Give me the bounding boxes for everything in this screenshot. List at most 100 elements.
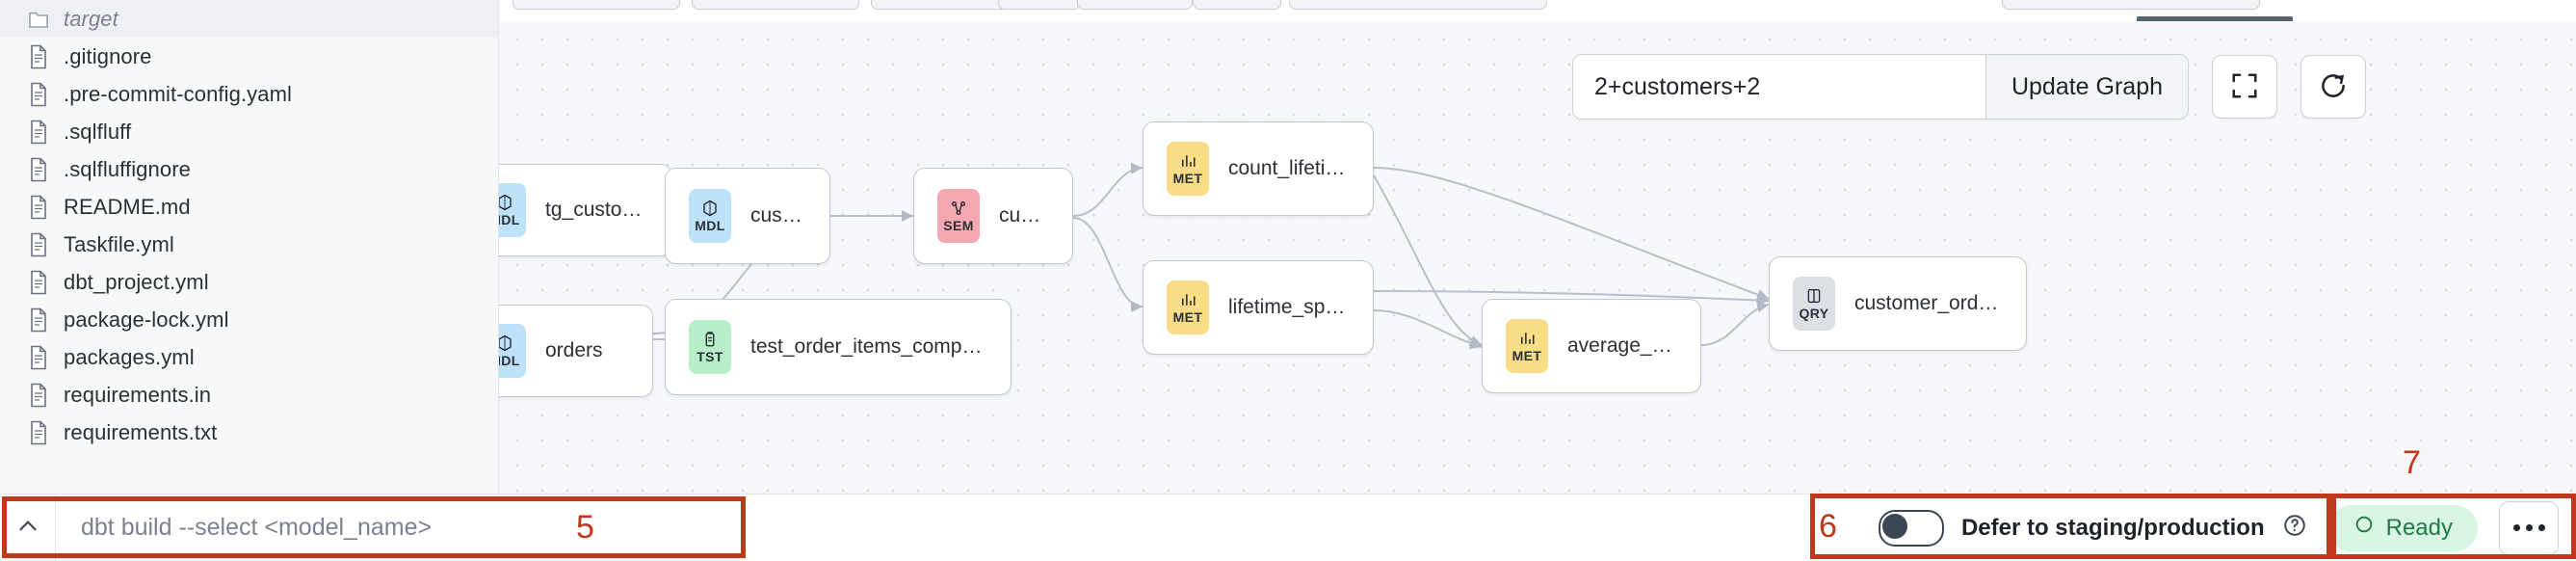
graph-node[interactable]: QRY customer_order_metrics — [1769, 256, 2027, 351]
file-name-label: target — [64, 6, 118, 31]
editor-tab-stub[interactable] — [1193, 0, 1281, 10]
node-type-badge-tst: TST — [689, 320, 731, 374]
file-name-label: .pre-commit-config.yaml — [64, 81, 293, 106]
help-circle-icon[interactable] — [2282, 513, 2307, 543]
file-row[interactable]: .gitignore — [0, 38, 498, 75]
node-label: customer_order_metrics — [1854, 292, 2003, 314]
graph-node[interactable]: MET average_order_value — [1482, 299, 1701, 393]
node-label: test_order_items_compute_to_bools... — [750, 335, 987, 358]
folder-icon — [27, 7, 64, 32]
file-icon — [27, 383, 64, 408]
file-name-label: package-lock.yml — [64, 307, 229, 332]
active-tab-indicator — [2137, 16, 2293, 21]
file-row[interactable]: target — [0, 0, 498, 38]
node-type-badge-met: MET — [1506, 319, 1548, 373]
node-label: customers — [750, 204, 806, 227]
editor-tab-stub[interactable] — [2002, 0, 2260, 10]
file-icon — [27, 157, 64, 182]
chevron-up-icon — [15, 514, 40, 542]
graph-node[interactable]: MDLtg_customers — [499, 164, 672, 256]
file-row[interactable]: packages.yml — [0, 338, 498, 376]
graph-node[interactable]: MDL orders — [499, 305, 653, 397]
expand-panel-button[interactable] — [0, 494, 56, 561]
more-options-button[interactable] — [2499, 500, 2559, 555]
bottom-status-bar: Defer to staging/production Ready — [0, 494, 2576, 561]
file-row[interactable]: README.md — [0, 188, 498, 226]
file-name-label: .gitignore — [64, 43, 152, 68]
file-row[interactable]: requirements.txt — [0, 414, 498, 451]
dbt-command-input[interactable] — [56, 494, 636, 561]
file-icon — [27, 307, 64, 333]
node-badge-label: QRY — [1799, 305, 1829, 321]
file-row[interactable]: dbt_project.yml — [0, 263, 498, 301]
node-type-badge-mdl: MDL — [499, 324, 526, 378]
node-badge-label: MET — [1172, 308, 1203, 325]
file-icon — [27, 120, 64, 145]
file-icon — [27, 232, 64, 257]
dbt-command-bar — [0, 494, 636, 561]
graph-node[interactable]: TST test_order_items_compute_to_bools... — [665, 299, 1012, 395]
fullscreen-button[interactable] — [2212, 55, 2277, 119]
graph-toolbar: Update Graph — [1571, 54, 2366, 120]
graph-node[interactable]: MET lifetime_spend_pretax — [1143, 260, 1374, 355]
node-badge-label: TST — [697, 348, 723, 364]
refresh-button[interactable] — [2300, 55, 2366, 119]
file-row[interactable]: Taskfile.yml — [0, 226, 498, 263]
editor-tab-stub[interactable] — [1289, 0, 1547, 10]
editor-tab-stub[interactable] — [513, 0, 680, 10]
node-label: lifetime_spend_pretax — [1228, 296, 1350, 318]
node-type-badge-mdl: MDL — [689, 189, 731, 243]
graph-selector-input[interactable] — [1572, 55, 1985, 119]
fullscreen-icon — [2230, 71, 2259, 103]
node-badge-label: MET — [1511, 347, 1542, 363]
graph-node[interactable]: SEM customers — [913, 168, 1073, 264]
file-row[interactable]: .pre-commit-config.yaml — [0, 75, 498, 113]
file-name-label: packages.yml — [64, 344, 195, 369]
defer-setting-group: Defer to staging/production — [1828, 494, 2328, 561]
editor-tab-stub[interactable] — [1077, 0, 1193, 10]
node-label: orders — [545, 339, 603, 361]
file-icon — [27, 44, 64, 69]
defer-label: Defer to staging/production — [1960, 514, 2265, 541]
file-icon — [27, 195, 64, 220]
node-type-badge-met: MET — [1167, 142, 1209, 196]
file-row[interactable]: .sqlfluff — [0, 113, 498, 150]
file-icon — [27, 420, 64, 445]
node-type-badge-qry: QRY — [1793, 277, 1835, 331]
lineage-graph-canvas[interactable]: Update Graph MDLtg_customersMDLorder — [499, 0, 2576, 494]
node-label: average_order_value — [1567, 334, 1677, 357]
editor-tab-strip[interactable] — [499, 0, 2576, 22]
file-row[interactable]: requirements.in — [0, 376, 498, 414]
node-label: customers — [999, 204, 1049, 227]
file-icon — [27, 345, 64, 370]
node-badge-label: MDL — [499, 352, 520, 368]
status-badge[interactable]: Ready — [2327, 504, 2478, 551]
node-badge-label: MDL — [695, 217, 725, 233]
file-name-label: .sqlfluffignore — [64, 156, 191, 181]
file-name-label: .sqlfluff — [64, 119, 132, 144]
defer-toggle[interactable] — [1878, 509, 1944, 547]
update-graph-button[interactable]: Update Graph — [1985, 55, 2188, 119]
node-badge-label: MET — [1172, 170, 1203, 186]
file-name-label: README.md — [64, 194, 191, 219]
refresh-icon — [2319, 71, 2348, 103]
file-name-label: requirements.txt — [64, 419, 218, 444]
file-name-label: Taskfile.yml — [64, 231, 174, 256]
editor-tab-stub[interactable] — [871, 0, 1012, 10]
editor-tab-stub[interactable] — [998, 0, 1081, 10]
node-type-badge-mdl: MDL — [499, 183, 526, 237]
editor-tab-stub[interactable] — [692, 0, 859, 10]
file-icon — [27, 82, 64, 107]
node-type-badge-sem: SEM — [937, 189, 980, 243]
status-label: Ready — [2385, 514, 2453, 541]
file-icon — [27, 270, 64, 295]
node-badge-label: SEM — [943, 217, 974, 233]
graph-node[interactable]: MDL customers — [665, 168, 830, 264]
file-row[interactable]: package-lock.yml — [0, 301, 498, 338]
kebab-icon — [2512, 524, 2545, 531]
file-explorer-sidebar[interactable]: target .gitignore .pre-commit-config.yaml.… — [0, 0, 499, 494]
file-row[interactable]: .sqlfluffignore — [0, 150, 498, 188]
circle-icon — [2353, 514, 2375, 542]
